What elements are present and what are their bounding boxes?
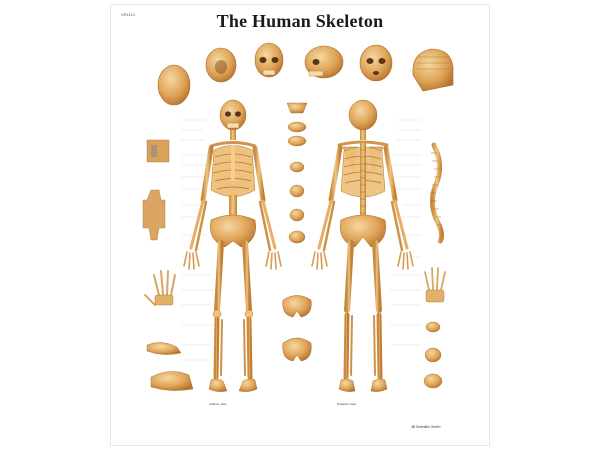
foot-lateral bbox=[150, 371, 194, 391]
skeleton-illustrations bbox=[142, 42, 454, 392]
product-code: VR1113 bbox=[121, 12, 135, 17]
caption-anterior: Anterior view bbox=[209, 402, 227, 406]
vertebral-column-lateral bbox=[430, 142, 445, 244]
skull-base-view bbox=[205, 47, 237, 83]
atlas-vertebra bbox=[286, 102, 308, 147]
label-leader-lines bbox=[181, 119, 421, 361]
hand-bones bbox=[144, 270, 176, 306]
skull-suture-detail bbox=[146, 139, 170, 163]
skull-sagittal-view bbox=[412, 48, 454, 92]
skeleton-posterior bbox=[311, 99, 414, 392]
thoracic-vertebrae bbox=[288, 161, 306, 244]
skeleton-anterior bbox=[183, 99, 282, 392]
wrist-lateral bbox=[146, 342, 182, 355]
caption-posterior: Posterior view bbox=[337, 402, 356, 406]
poster-title: The Human Skeleton bbox=[216, 11, 384, 31]
skull-lateral-view bbox=[304, 45, 344, 79]
knee-joint bbox=[423, 321, 443, 389]
pelvis-detail bbox=[282, 295, 312, 362]
hand-dorsal bbox=[424, 267, 446, 303]
skull-interior-view bbox=[359, 44, 393, 82]
skull-anterior-view bbox=[254, 42, 284, 78]
anatomy-poster: VR1113 The Human Skeleton bbox=[110, 4, 490, 446]
publisher-label: 3B Scientific GmbH bbox=[411, 425, 441, 429]
long-bone-section bbox=[142, 189, 166, 241]
skull-top-view bbox=[157, 64, 191, 106]
